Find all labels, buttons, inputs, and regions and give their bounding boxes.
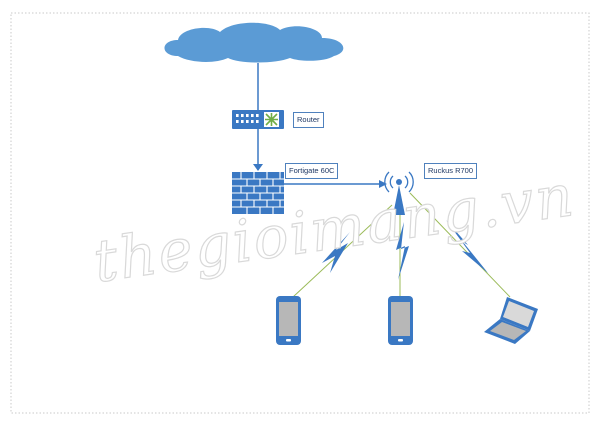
router-icon [232,110,284,129]
wireless-link-ap-laptop [409,192,511,298]
wireless-link-ap-phone-2 [396,215,409,296]
arrowhead-ap [379,180,387,188]
access-point-label: Ruckus R700 [424,163,478,179]
firewall-icon [232,172,284,214]
router-label: Router [293,112,324,128]
wireless-access-point-icon [384,171,414,215]
arrowhead-firewall [253,164,263,171]
cloud-icon [164,22,344,63]
page-border [10,12,590,414]
laptop-icon [484,297,538,344]
smartphone-icon [276,296,301,345]
smartphone-icon [388,296,413,345]
firewall-label: Fortigate 60C [285,163,339,179]
wireless-link-ap-phone-1 [292,204,393,298]
